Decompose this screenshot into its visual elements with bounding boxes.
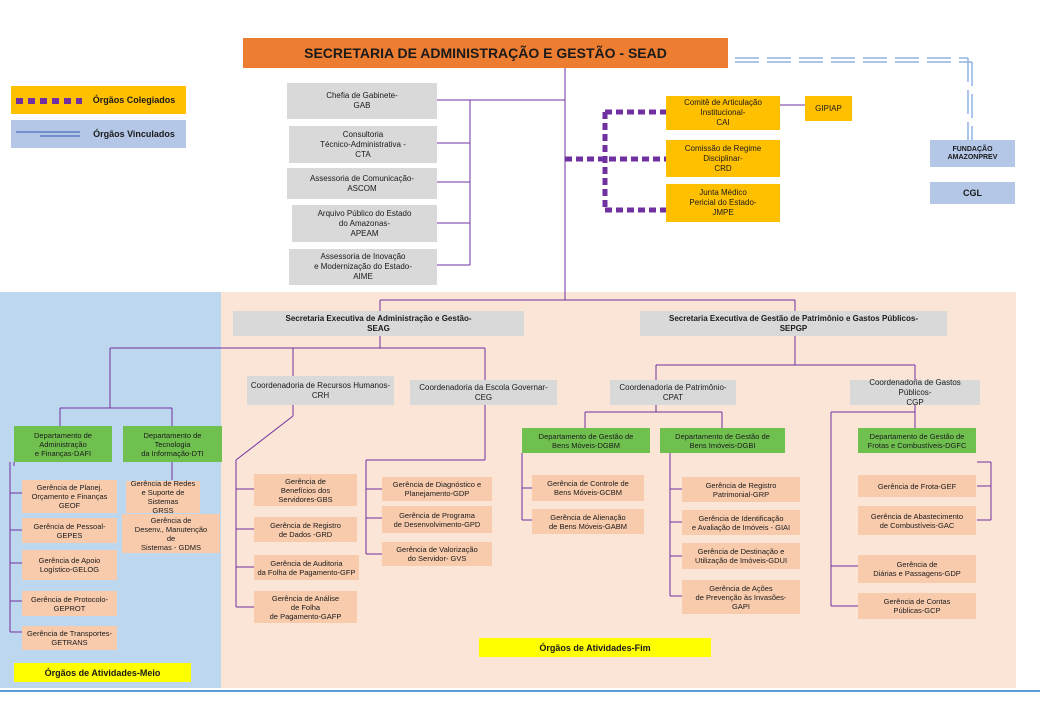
unit-gepes: Gerência de Pessoal- GEPES — [22, 518, 117, 543]
unit-cgp: Coordenadoria de Gastos Públicos- CGP — [850, 378, 980, 407]
unit-grd: Gerência de Registro de Dados -GRD — [254, 517, 357, 542]
unit-gac: Gerência de Abastecimento de Combustívei… — [858, 506, 976, 535]
unit-crh: Coordenadoria de Recursos Humanos- CRH — [247, 376, 394, 405]
unit-giai: Gerência de Identificação e Avaliação de… — [682, 510, 800, 535]
unit-seag: Secretaria Executiva de Administração e … — [233, 311, 524, 336]
unit-cgl: CGL — [930, 182, 1015, 204]
unit-gipiap: GIPIAP — [805, 96, 852, 121]
legend-vinculados-label: Órgãos Vinculados — [93, 129, 175, 139]
unit-cai: Comitê de Articulação Institucional- CAI — [666, 96, 780, 130]
unit-cta: Consultoria Técnico-Administrativa - CTA — [289, 126, 437, 163]
unit-dgbi: Departamento de Gestão de Bens Imóveis-D… — [660, 428, 785, 453]
unit-gvs: Gerência de Valorização do Servidor- GVS — [382, 542, 492, 566]
unit-gabm: Gerência de Alienação de Bens Móveis-GAB… — [532, 509, 644, 534]
unit-gafp: Gerência de Análise de Folha de Pagament… — [254, 591, 357, 623]
unit-gpd: Gerência de Programa de Desenvolvimento-… — [382, 506, 492, 533]
unit-ceg: Coordenadoria da Escola Governar- CEG — [410, 380, 557, 405]
unit-gfp: Gerência de Auditoria da Folha de Pagame… — [254, 555, 359, 580]
bottom-rule — [0, 690, 1040, 692]
unit-ascom: Assessoria de Comunicação- ASCOM — [287, 168, 437, 199]
unit-gbs: Gerência de Benefícios dos Servidores-GB… — [254, 474, 357, 506]
label-atividades-meio: Órgãos de Atividades-Meio — [14, 663, 191, 682]
unit-cpat: Coordenadoria de Patrimônio- CPAT — [610, 380, 736, 405]
legend-colegiados-label: Órgãos Colegiados — [92, 95, 176, 105]
unit-gcbm: Gerência de Controle de Bens Móveis-GCBM — [532, 475, 644, 501]
unit-gab: Chefia de Gabinete- GAB — [287, 83, 437, 119]
unit-sepgp: Secretaria Executiva de Gestão de Patrim… — [640, 311, 947, 336]
unit-aime: Assessoria de Inovação e Modernização do… — [289, 249, 437, 285]
page-title: SECRETARIA DE ADMINISTRAÇÃO E GESTÃO - S… — [243, 38, 728, 68]
legend-vinculados — [11, 120, 186, 148]
unit-dgfc: Departamento de Gestão de Frotas e Combu… — [858, 428, 976, 453]
unit-geof: Gerência de Planej. Orçamento e Finanças… — [22, 480, 117, 513]
unit-geprot: Gerência de Protocolo- GEPROT — [22, 591, 117, 616]
unit-dti: Departamento de Tecnologia da Informação… — [123, 426, 222, 462]
unit-apeam: Arquivo Público do Estado do Amazonas- A… — [292, 205, 437, 242]
unit-jmpe: Junta Médico Pericial do Estado- JMPE — [666, 184, 780, 222]
unit-gapi: Gerência de Ações de Prevenção às Invasõ… — [682, 580, 800, 614]
unit-getrans: Gerência de Transportes- GETRANS — [22, 626, 117, 650]
label-atividades-fim: Órgãos de Atividades-Fim — [479, 638, 711, 657]
unit-gef: Gerência de Frota-GEF — [858, 475, 976, 497]
unit-amazonprev: FUNDAÇÃO AMAZONPREV — [930, 140, 1015, 167]
unit-dafi: Departamento de Administração e Finanças… — [14, 426, 112, 462]
unit-grp: Gerência de Registro Patrimonial-GRP — [682, 477, 800, 502]
unit-crd: Comissão de Regime Disciplinar- CRD — [666, 140, 780, 177]
unit-gcp: Gerência de Contas Públicas-GCP — [858, 593, 976, 619]
unit-gdp2: Gerência de Diárias e Passagens-GDP — [858, 555, 976, 583]
unit-gdp: Gerência de Diagnóstico e Planejamento-G… — [382, 477, 492, 501]
unit-gdms: Gerência de Desenv., Manutenção de Siste… — [122, 514, 220, 553]
unit-dgbm: Departamento de Gestão de Bens Móveis-DG… — [522, 428, 650, 453]
unit-grss: Gerência de Redes e Suporte de Sistemas … — [126, 479, 200, 515]
unit-gelog: Gerência de Apoio Logístico-GELOG — [22, 550, 117, 580]
unit-gdui: Gerência de Destinação e Utilização de I… — [682, 543, 800, 569]
